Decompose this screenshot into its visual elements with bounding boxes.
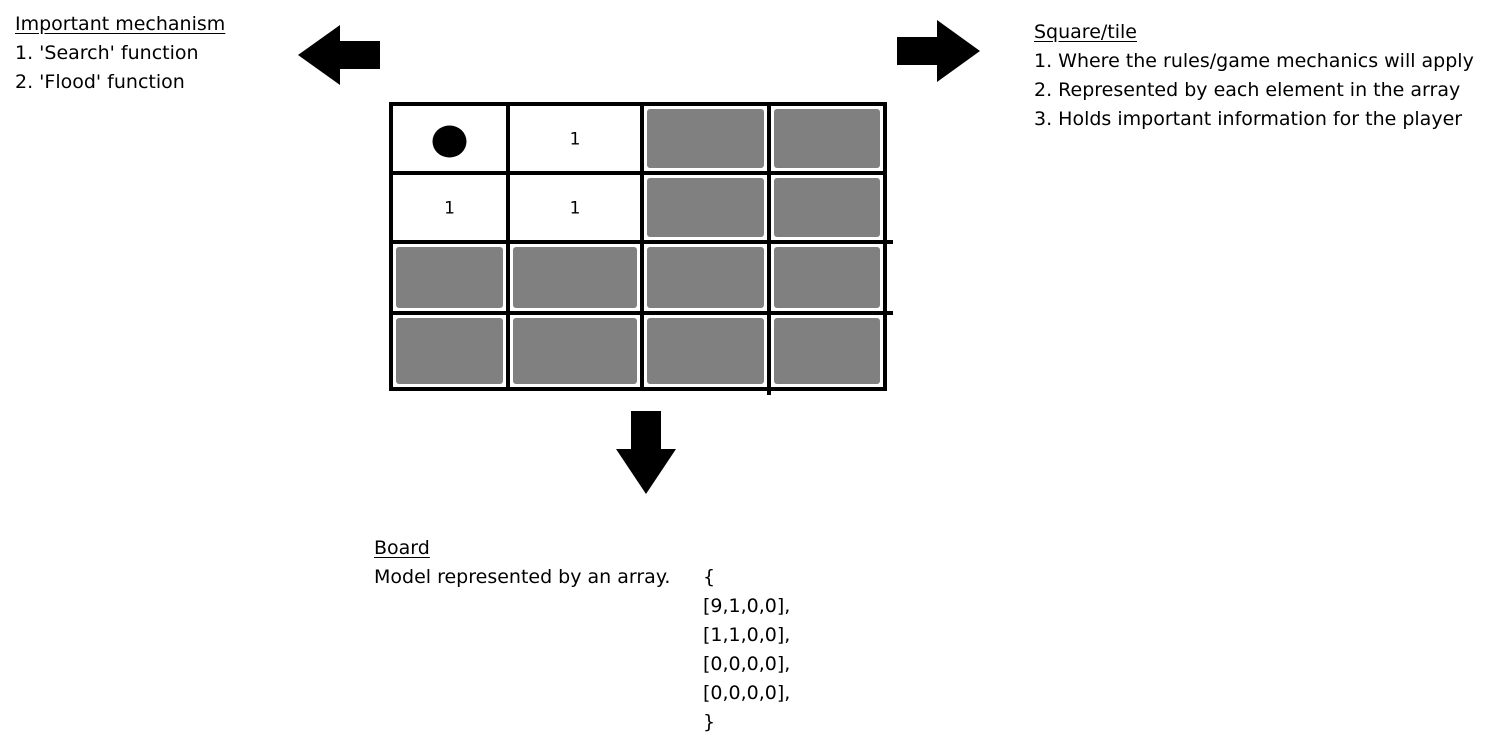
hidden-tile [774,178,880,237]
left-arrow-icon [298,25,380,85]
mine-icon [432,125,467,158]
board-tile [774,247,880,308]
hidden-tile [774,109,880,168]
hidden-tile [513,247,637,308]
tile-item-array-element: 2. Represented by each element in the ar… [1034,79,1461,101]
down-arrow-icon [616,411,676,494]
tile-heading: Square/tile [1034,21,1137,43]
hidden-tile [513,318,637,384]
tile-number: 1 [570,199,581,219]
revealed-tile [508,173,642,242]
array-open-brace: { [703,566,716,588]
array-close-brace: } [703,711,716,733]
minesweeper-board: 1 1 1 [389,102,893,395]
tile-note: Square/tile 1. Where the rules/game mech… [1034,18,1474,134]
board-tile [513,318,637,384]
hidden-tile [647,178,764,237]
board-tile [396,247,503,308]
board-tile [774,109,880,168]
board-tile [774,318,880,384]
board-tile [647,109,764,168]
right-arrow-icon [897,20,980,82]
board-tile [391,104,508,173]
revealed-tile [391,173,508,242]
tile-number: 1 [444,199,455,219]
tile-item-information: 3. Holds important information for the p… [1034,108,1463,130]
mechanism-item-search: 1. 'Search' function [15,42,199,64]
board-tile [774,178,880,237]
hidden-tile [774,318,880,384]
revealed-tile [508,104,642,173]
board-tile [647,178,764,237]
hidden-tile [647,109,764,168]
mechanism-heading: Important mechanism [15,13,226,35]
tile-number: 1 [570,130,581,150]
board-tile [513,247,637,308]
board-tile: 1 [391,173,508,242]
array-row-3: [0,0,0,0], [703,653,791,675]
board-model-text: Model represented by an array. [374,566,671,588]
mechanism-note: Important mechanism 1. 'Search' function… [15,10,225,97]
hidden-tile [396,247,503,308]
hidden-tile [396,318,503,384]
array-row-2: [1,1,0,0], [703,624,791,646]
board-tile [396,318,503,384]
board-heading: Board [374,537,430,559]
array-row-1: [9,1,0,0], [703,595,791,617]
array-listing: { [9,1,0,0], [1,1,0,0], [0,0,0,0], [0,0,… [703,563,790,737]
tile-item-rules: 1. Where the rules/game mechanics will a… [1034,50,1474,72]
hidden-tile [647,247,764,308]
hidden-tile [647,318,764,384]
array-row-4: [0,0,0,0], [703,682,791,704]
board-note: Board [374,534,430,563]
board-tile [647,247,764,308]
board-tile [647,318,764,384]
mechanism-item-flood: 2. 'Flood' function [15,71,185,93]
board-tile: 1 [508,173,642,242]
hidden-tile [774,247,880,308]
board-tile: 1 [508,104,642,173]
